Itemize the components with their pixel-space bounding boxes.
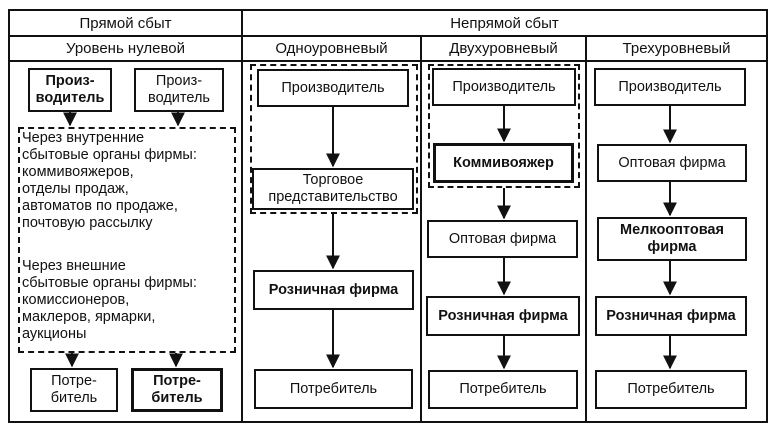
one-level-producer-box: Производитель bbox=[257, 69, 409, 107]
two-three-level-divider bbox=[585, 35, 587, 423]
one-two-level-divider bbox=[420, 35, 422, 423]
subheader-row-divider bbox=[8, 60, 768, 62]
header-direct-sales: Прямой сбыт bbox=[79, 14, 172, 32]
one-level-consumer-box: Потребитель bbox=[254, 369, 413, 409]
header-indirect-sales: Непрямой сбыт bbox=[450, 14, 559, 32]
header-two-level: Двухуровневый bbox=[449, 40, 558, 57]
two-level-salesman-box: Коммивояжер bbox=[433, 143, 574, 183]
two-level-retail-box: Розничная фирма bbox=[426, 296, 580, 336]
one-level-dashed-group bbox=[250, 64, 418, 214]
three-level-wholesale-box: Оптовая фирма bbox=[597, 144, 747, 182]
two-level-wholesale-box: Оптовая фирма bbox=[427, 220, 578, 258]
header-three-level: Трехуровневый bbox=[622, 40, 731, 57]
table-bottom-border bbox=[8, 421, 768, 423]
three-level-producer-box: Производитель bbox=[594, 68, 746, 106]
internal-sales-organs-text: Через внутренние сбытовые органы фирмы: … bbox=[22, 130, 197, 231]
table-top-border bbox=[8, 9, 768, 11]
three-level-consumer-box: Потребитель bbox=[595, 370, 747, 409]
two-level-producer-box: Производитель bbox=[432, 68, 576, 106]
direct-producer-box-1: Произ- водитель bbox=[28, 68, 112, 112]
two-level-consumer-box: Потребитель bbox=[428, 370, 578, 409]
external-sales-organs-text: Через внешние сбытовые органы фирмы: ком… bbox=[22, 258, 197, 342]
one-level-retail-box: Розничная фирма bbox=[253, 270, 414, 310]
header-one-level: Одноуровневый bbox=[275, 40, 388, 57]
three-level-small-wholesale-box: Мелкооптовая фирма bbox=[597, 217, 747, 261]
direct-indirect-divider bbox=[241, 9, 243, 423]
direct-consumer-box-2: Потре- битель bbox=[131, 368, 223, 412]
direct-consumer-box-1: Потре- битель bbox=[30, 368, 118, 412]
header-row-divider bbox=[8, 35, 768, 37]
two-level-dashed-group bbox=[428, 64, 580, 188]
three-level-retail-box: Розничная фирма bbox=[595, 296, 747, 336]
one-level-trade-rep-box: Торговое представительство bbox=[252, 168, 414, 210]
direct-sales-organs-dashed-group bbox=[18, 127, 236, 353]
header-zero-level: Уровень нулевой bbox=[65, 40, 186, 57]
table-right-border bbox=[766, 9, 768, 423]
direct-producer-box-2: Произ- водитель bbox=[134, 68, 224, 112]
table-left-border bbox=[8, 9, 10, 423]
